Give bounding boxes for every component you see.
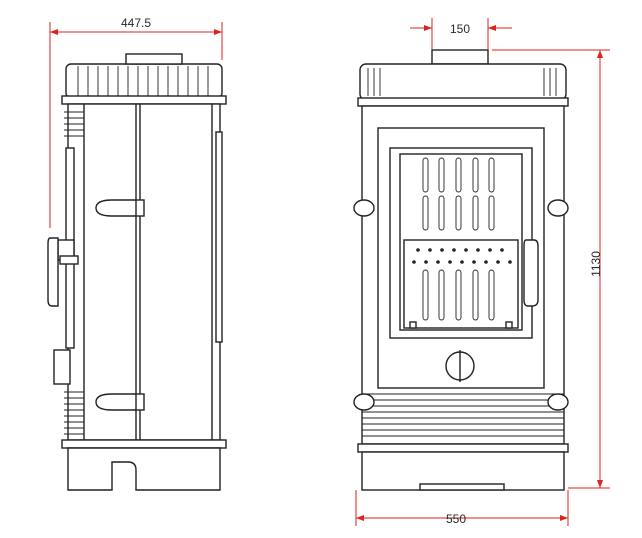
grate-dots-row-2 [412,260,512,264]
dimension-flue: 150 [410,18,512,50]
dimension-total-height: 1130 [492,49,610,489]
side-hinge-bottom [95,393,145,411]
dimension-front-width: 550 [355,490,569,526]
front-door-handle [523,239,539,307]
front-top-grille-ribs [367,68,557,96]
front-view [353,49,569,491]
firebox-lower-slots [422,269,495,321]
grate-dots-row-1 [416,248,504,252]
firebox-upper-slots [422,157,495,231]
side-top-grille-ribs [77,66,209,96]
side-lower-ribs [64,391,84,435]
side-upper-ribs [64,111,84,137]
side-depth-label: 447.5 [121,16,151,30]
air-control-knob [445,350,475,382]
front-side-knobs [353,199,569,411]
front-width-label: 550 [446,512,466,526]
side-handle [47,237,79,307]
side-view [47,53,227,491]
side-hinge-top [95,199,145,217]
dimension-side-depth: 447.5 [49,16,223,228]
total-height-label: 1130 [589,251,603,277]
front-lower-ribs [362,393,564,437]
flue-diameter-label: 150 [450,22,470,36]
